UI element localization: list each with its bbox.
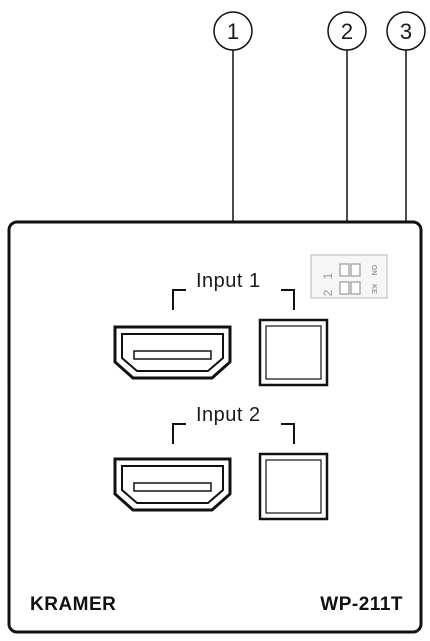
brand-logo-text: KRAMER [30, 594, 116, 615]
input-1-group: Input 1 [113, 270, 329, 387]
button-2[interactable] [258, 452, 329, 521]
model-number: WP-211T [320, 594, 403, 615]
input-2-bracket-right [281, 423, 295, 444]
input-2-bracket-left [172, 423, 186, 444]
button-1[interactable] [258, 318, 329, 387]
input-2-group: Input 2 [113, 404, 329, 521]
dip-on-label: ON [370, 265, 377, 276]
callout-1: 1 [213, 11, 253, 51]
input-2-label: Input 2 [196, 404, 261, 426]
callout-3-number: 3 [400, 19, 412, 44]
dip-label-1: 1 [321, 272, 335, 279]
dip-label-2: 2 [321, 289, 335, 296]
input-1-bracket-right [281, 289, 295, 310]
input-1-label: Input 1 [196, 270, 261, 292]
hdmi-port-2 [113, 457, 232, 512]
input-1-bracket-left [172, 289, 186, 310]
hdmi-port-1 [113, 325, 232, 380]
dip-ke-label: KE [370, 284, 377, 294]
callout-3: 3 [386, 11, 426, 51]
dip-switch: 1 2 ON KE [310, 254, 388, 299]
callout-2-number: 2 [341, 19, 353, 44]
callout-1-number: 1 [227, 19, 239, 44]
callout-2: 2 [327, 11, 367, 51]
